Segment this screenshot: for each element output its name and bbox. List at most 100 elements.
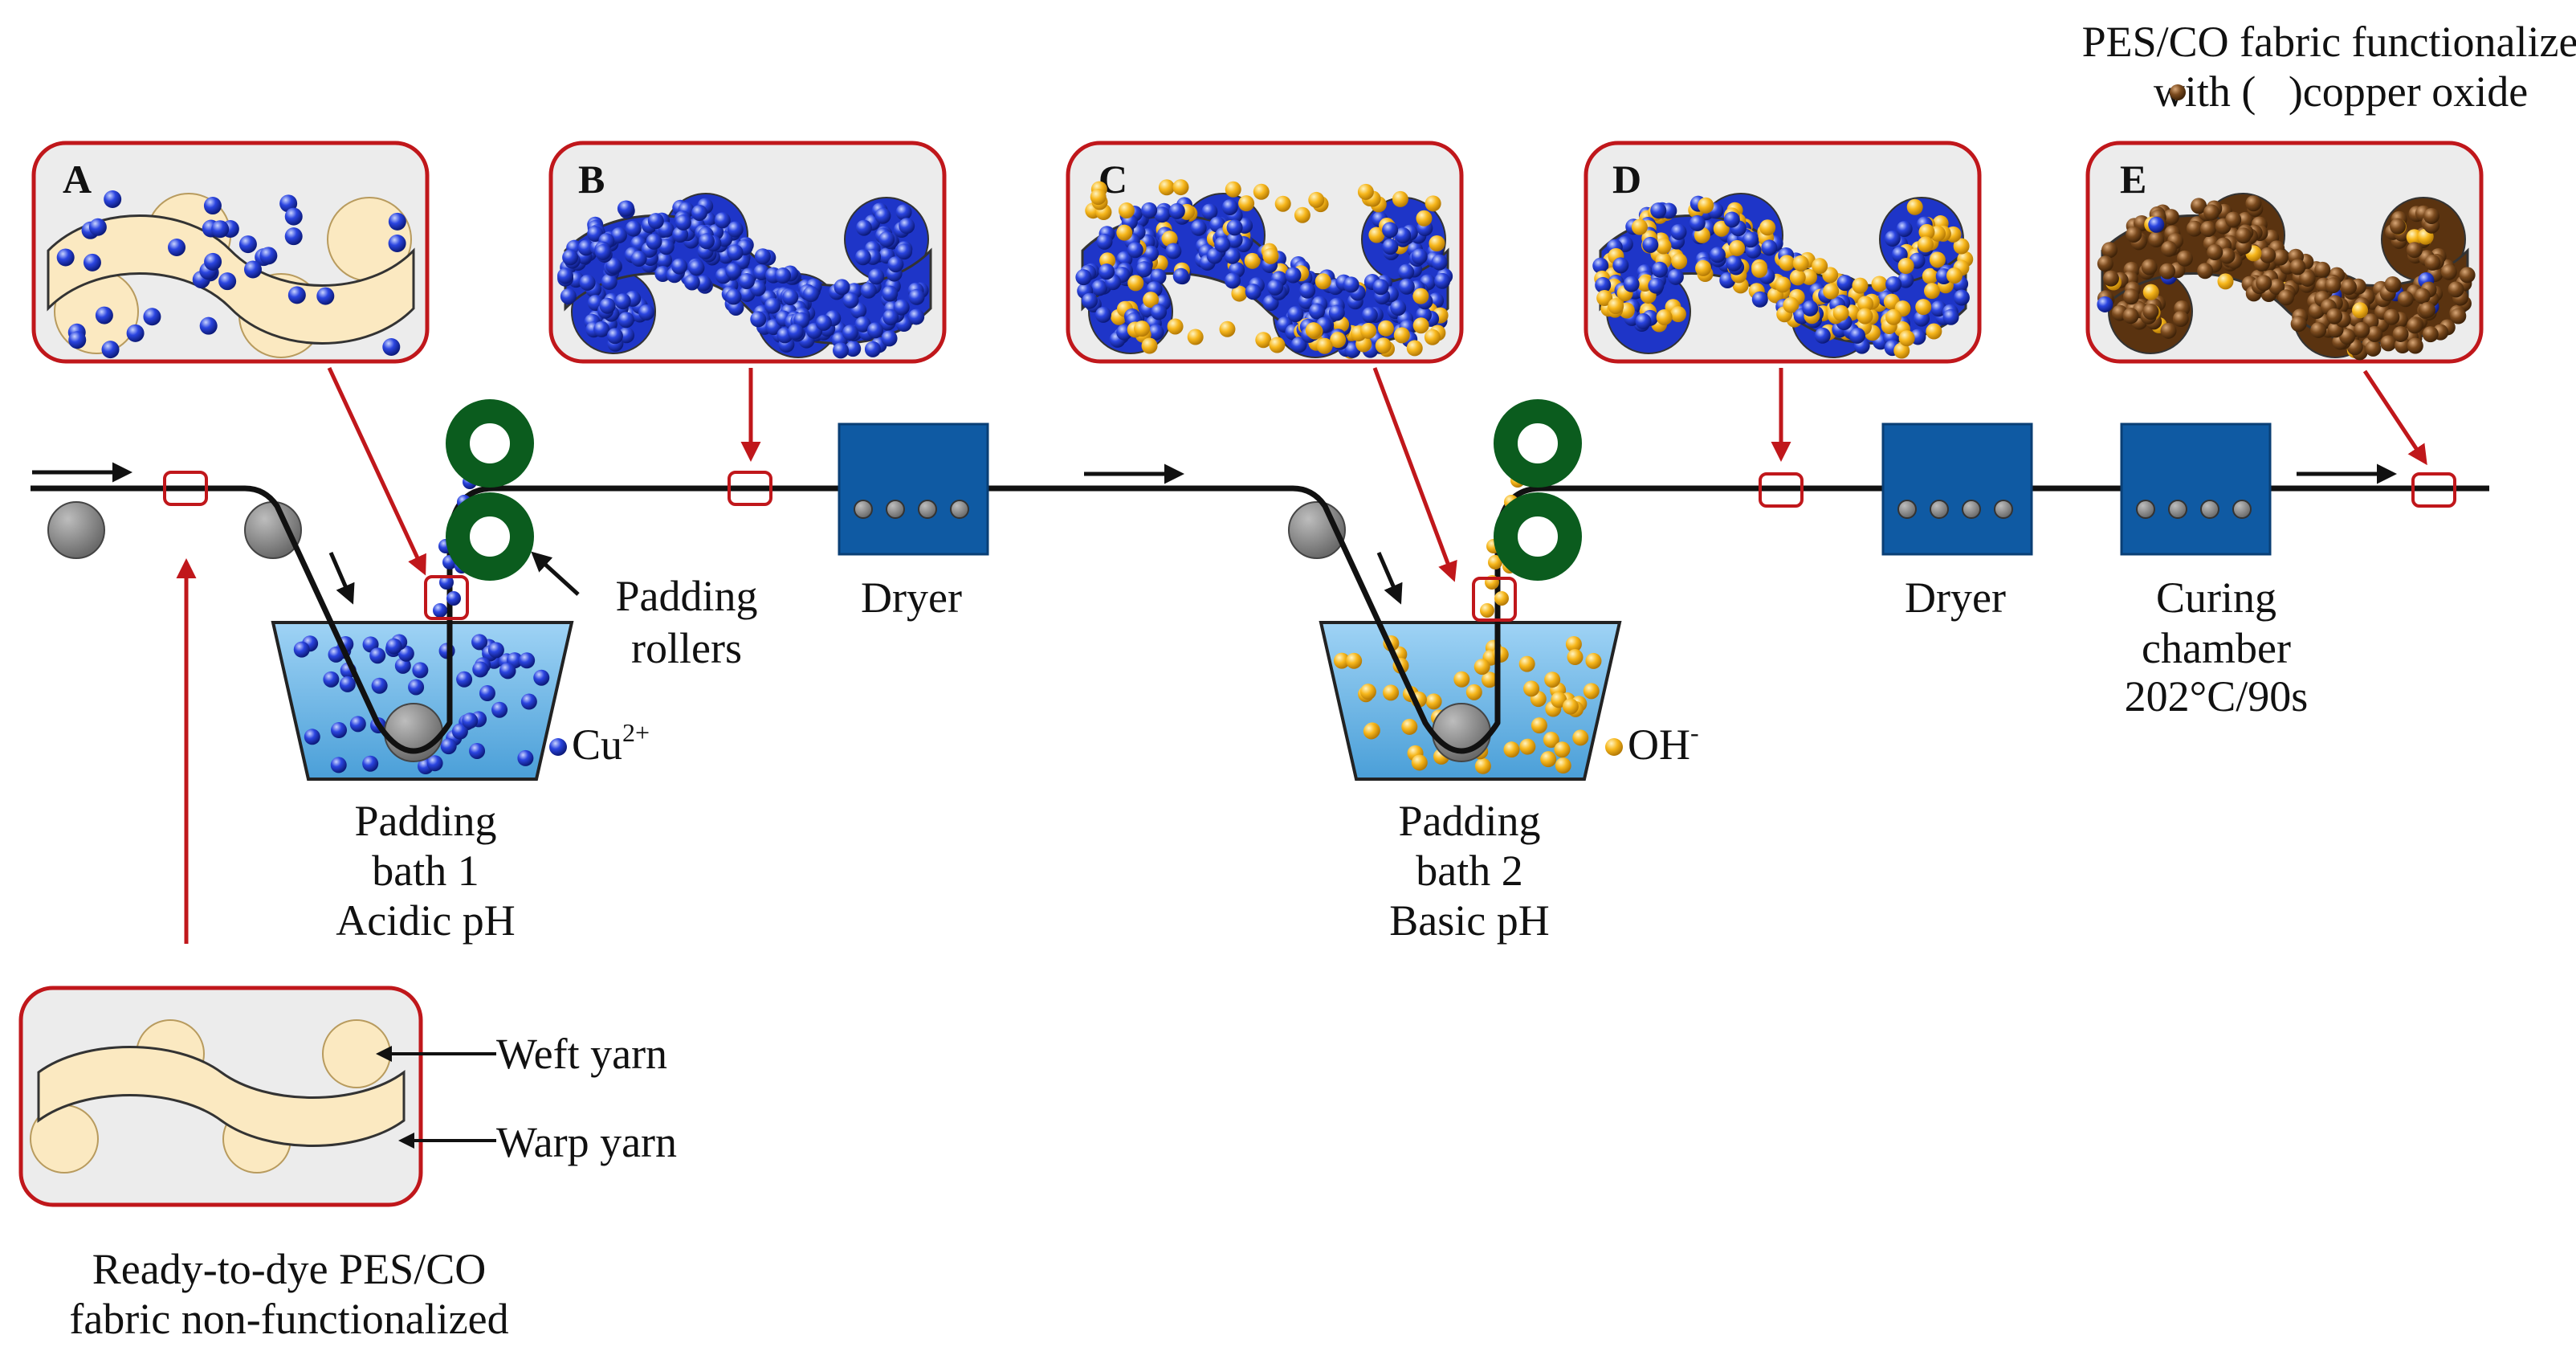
oh-ion <box>1330 332 1347 349</box>
cu-ion <box>284 207 303 226</box>
bath-ion <box>456 671 473 688</box>
oh-ion <box>1219 320 1236 337</box>
particle <box>1923 283 1940 300</box>
particle <box>683 274 700 291</box>
particle <box>638 304 655 320</box>
particle <box>2217 273 2234 290</box>
particle <box>1287 306 1304 323</box>
bath-ion <box>462 712 479 729</box>
particle <box>1852 277 1869 294</box>
particle <box>618 327 635 344</box>
cu-ion <box>101 341 120 359</box>
bath-ion <box>1481 671 1498 688</box>
particle <box>842 292 859 308</box>
particle <box>1836 275 1853 292</box>
flow-arrows <box>32 462 2397 605</box>
drip-particle <box>1488 555 1502 569</box>
particle <box>1290 337 1307 353</box>
bath-ion <box>1555 757 1571 774</box>
bath-ion <box>491 701 508 718</box>
bath-ion <box>1425 693 1442 710</box>
particle <box>750 311 767 328</box>
particle <box>1915 299 1932 316</box>
particle <box>1096 233 1113 250</box>
particle <box>1224 272 1241 289</box>
particle <box>1343 276 1359 293</box>
oh-ion <box>1167 318 1184 335</box>
particle <box>1849 327 1866 344</box>
bath-ion <box>471 634 488 651</box>
cu-ion <box>287 286 306 304</box>
bath-ion <box>1411 754 1428 771</box>
particle <box>2380 335 2397 352</box>
particle <box>2172 311 2189 328</box>
particle <box>1761 239 1778 256</box>
cu-ion <box>284 227 303 246</box>
bath-ion <box>472 661 489 678</box>
particle <box>1635 313 1652 330</box>
particle <box>2162 209 2179 226</box>
particle <box>1190 219 1207 236</box>
oh-ion-legend-icon <box>1605 738 1623 756</box>
particle <box>656 251 673 268</box>
bath-ion <box>1565 635 1582 652</box>
bath-ion <box>412 662 429 679</box>
dryer-2-label: Dryer <box>1905 573 2006 622</box>
particle <box>1918 223 1935 240</box>
dryer-2 <box>1881 422 2033 556</box>
particle <box>725 263 742 280</box>
bath-ion <box>1519 738 1536 755</box>
particle <box>2101 242 2118 259</box>
yarn-pointers <box>376 1046 496 1149</box>
bath-ion <box>293 641 310 658</box>
particle <box>1802 300 1819 316</box>
particle <box>2197 263 2214 280</box>
particle <box>1857 296 1874 312</box>
particle <box>2299 270 2316 287</box>
curing-label-3: 202°C/90s <box>2125 672 2309 720</box>
fabric-inset <box>18 986 423 1207</box>
curing-label-1: Curing <box>2156 573 2276 622</box>
padding-rollers-2 <box>1494 399 1582 581</box>
oh-ion <box>1360 322 1377 339</box>
particle <box>1214 236 1231 253</box>
particle <box>1135 261 1152 278</box>
particle <box>860 282 877 299</box>
bath-ion <box>1585 652 1602 669</box>
particle <box>2392 325 2409 342</box>
particle <box>1812 258 1828 275</box>
bath-ion <box>408 679 425 696</box>
bath-ion <box>339 676 356 692</box>
dryer-roller-dot <box>1994 500 2013 519</box>
particle <box>593 320 610 337</box>
particle <box>1655 238 1672 255</box>
particle <box>1431 254 1448 271</box>
cu-ion <box>143 308 161 326</box>
particle <box>1729 239 1746 256</box>
bath-ion <box>1554 741 1571 758</box>
particle <box>1775 276 1791 293</box>
bath-ion <box>331 722 348 739</box>
particle <box>1694 227 1710 243</box>
oh-ion <box>1308 191 1325 208</box>
particle <box>1154 206 1171 223</box>
dryer-roller-dot <box>950 500 969 519</box>
oh-ion <box>1392 190 1408 207</box>
cu-ion <box>388 212 406 231</box>
cu-ion <box>56 248 75 267</box>
particle <box>845 341 862 357</box>
particle <box>557 267 574 284</box>
particle <box>1906 198 1923 215</box>
particle <box>2122 308 2139 325</box>
oh-ion <box>1393 327 1410 344</box>
particle <box>854 316 871 333</box>
particle <box>630 250 647 267</box>
drip-particle <box>1494 591 1509 606</box>
bath-ion <box>1383 684 1400 701</box>
bath-ion <box>385 638 402 655</box>
bath-ion <box>1572 729 1589 746</box>
drip-particle <box>446 591 461 606</box>
particle <box>2450 308 2467 325</box>
particle <box>842 325 858 341</box>
bath-ion <box>371 677 388 694</box>
